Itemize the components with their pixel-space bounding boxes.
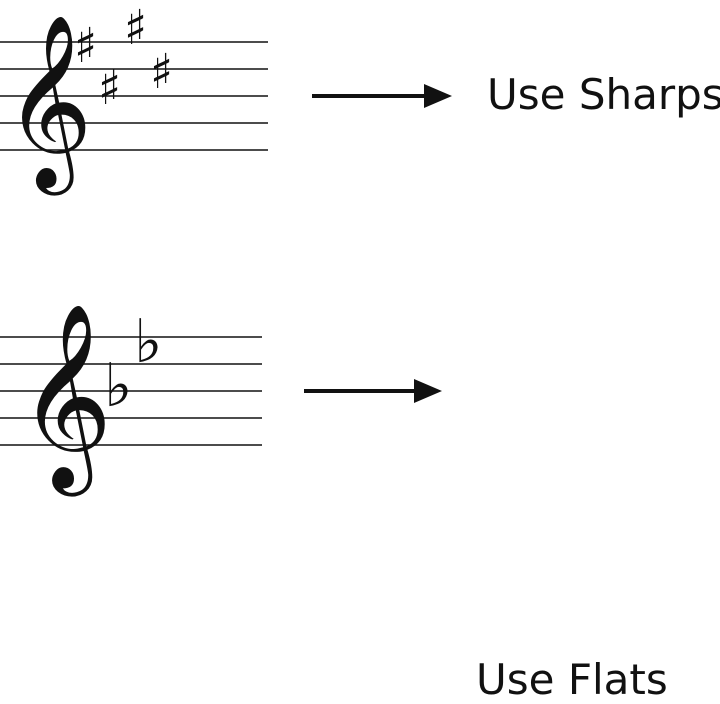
sharp-icon: ♯ bbox=[98, 60, 121, 116]
staff-lines bbox=[0, 336, 262, 446]
use-flats-label: Use Flats bbox=[476, 655, 668, 704]
key-signature-sharps: ♯ ♯ ♯ ♯ bbox=[74, 0, 173, 116]
right-arrow-icon bbox=[304, 379, 442, 403]
sharps-staff-figure: 𝄞 ♯ ♯ ♯ ♯ bbox=[0, 0, 452, 196]
flat-icon: ♭ bbox=[134, 307, 162, 377]
sharp-icon: ♯ bbox=[74, 18, 97, 74]
treble-clef-icon: 𝄞 bbox=[18, 301, 113, 497]
treble-clef-icon: 𝄞 bbox=[4, 14, 93, 196]
sharps-example: 𝄞 ♯ ♯ ♯ ♯ Use Sharps bbox=[0, 0, 720, 200]
flats-staff-figure: 𝄞 ♭ ♭ bbox=[0, 301, 442, 497]
right-arrow-icon bbox=[312, 84, 452, 108]
use-sharps-label: Use Sharps bbox=[487, 70, 720, 119]
staff-lines bbox=[0, 41, 268, 151]
sharp-icon: ♯ bbox=[124, 0, 147, 56]
sharp-icon: ♯ bbox=[150, 44, 173, 100]
flat-icon: ♭ bbox=[104, 351, 132, 421]
flats-example: 𝄞 ♭ ♭ Use Flats bbox=[0, 290, 720, 701]
key-signature-flats: ♭ ♭ bbox=[104, 307, 162, 421]
